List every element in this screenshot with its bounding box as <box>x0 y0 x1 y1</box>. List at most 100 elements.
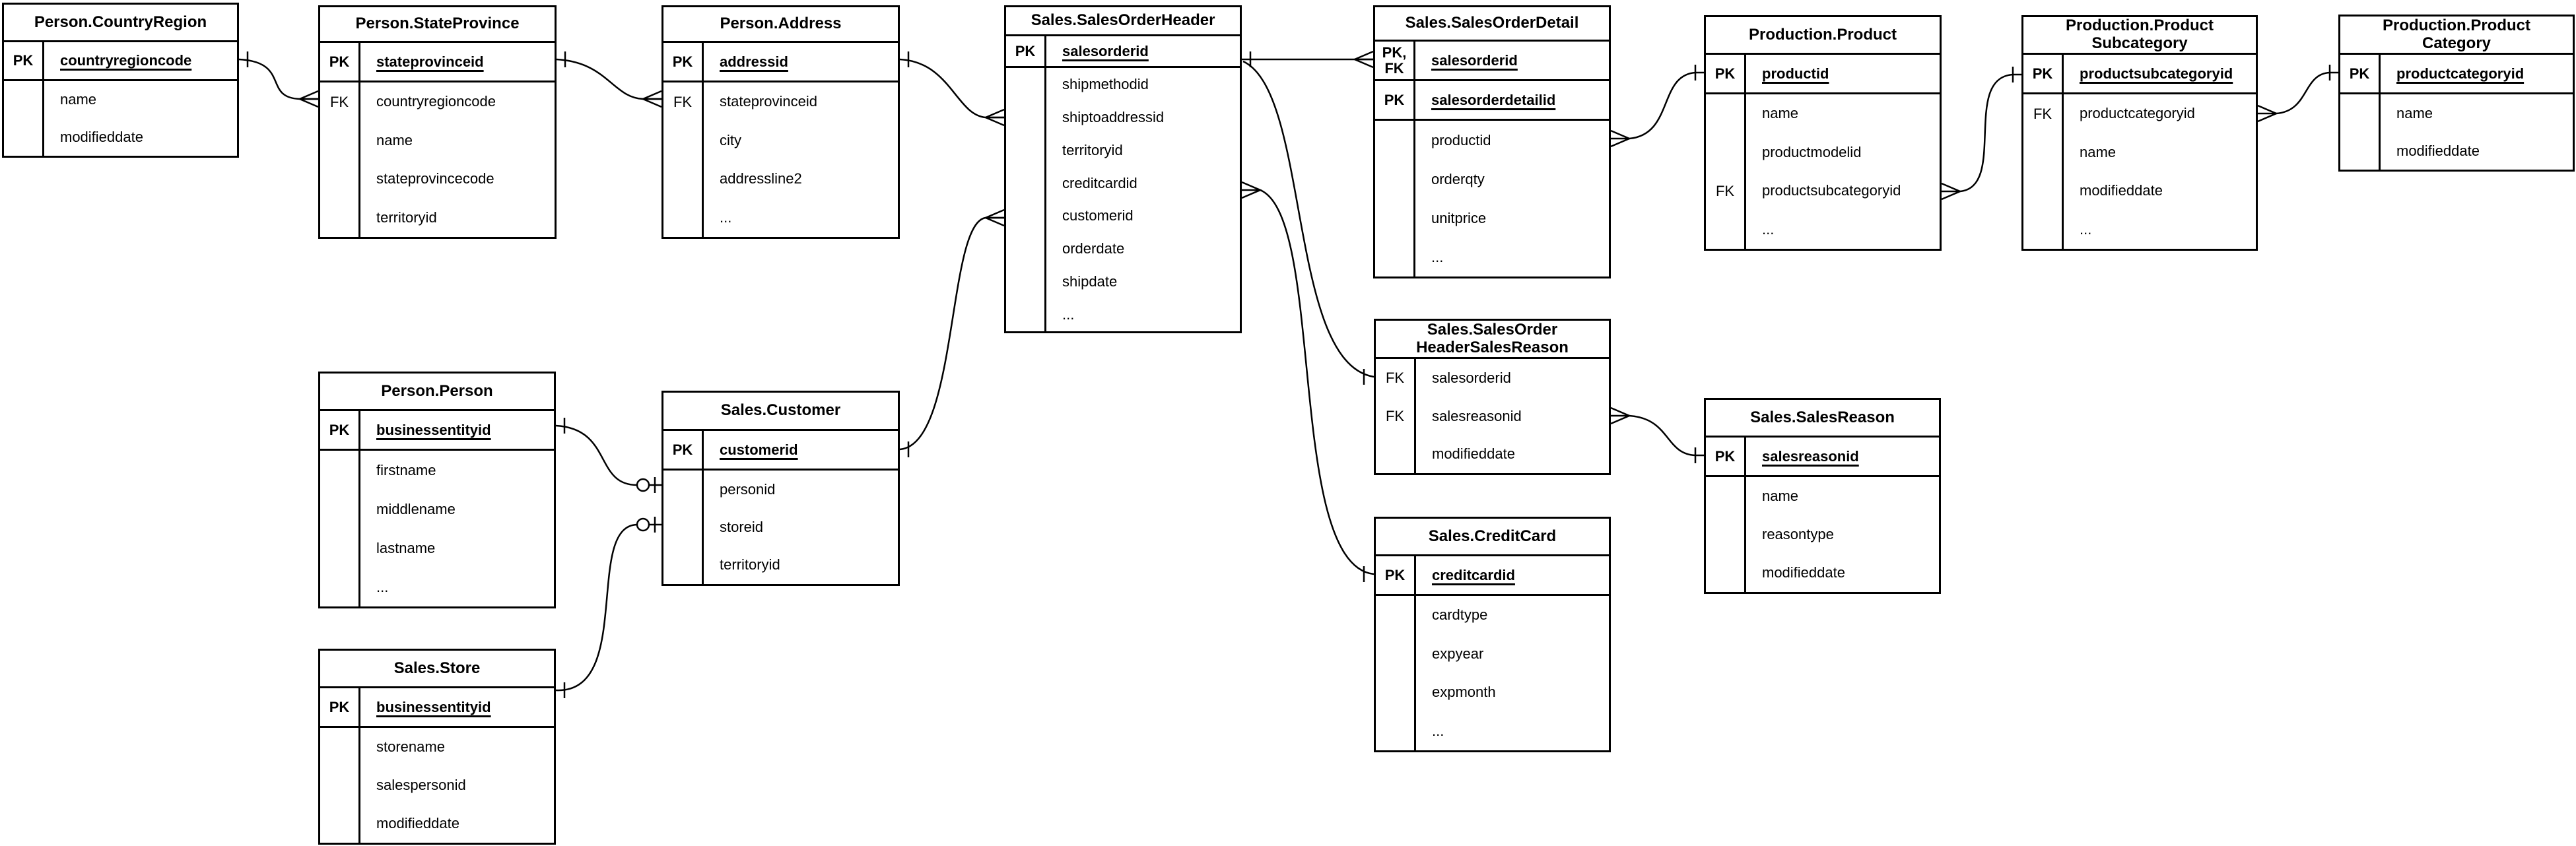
key-label <box>320 451 358 490</box>
column-name: stateprovinceid <box>376 53 484 70</box>
column-name: productid <box>1762 65 1829 82</box>
key-label <box>320 529 358 568</box>
crowfoot-many-marker <box>1610 407 1632 425</box>
entity-title: Person.CountryRegion <box>4 5 237 42</box>
relationship-line <box>556 58 661 100</box>
table-row: creditcardid <box>1006 167 1240 200</box>
zero-or-one-marker <box>636 478 650 492</box>
relationship-line <box>1242 60 1374 378</box>
column-name: ... <box>1762 220 1775 238</box>
column-name: stateprovinceid <box>720 93 817 110</box>
column-name: countryregioncode <box>376 93 496 110</box>
key-label <box>320 728 358 766</box>
column-name: ... <box>2080 220 2092 238</box>
table-row: name <box>320 121 555 160</box>
column-name: salesorderid <box>1432 369 1511 386</box>
table-row: city <box>663 121 898 160</box>
table-row: modifieddate <box>1706 554 1939 592</box>
column-name: expmonth <box>1432 684 1496 701</box>
key-label: FK <box>329 93 349 110</box>
key-label <box>320 199 358 238</box>
column-name: ... <box>1432 722 1444 739</box>
zero-or-one-marker <box>636 517 650 532</box>
crowfoot-many-marker <box>1610 129 1632 148</box>
table-row: stateprovincecode <box>320 160 555 199</box>
key-label <box>1375 238 1413 277</box>
column-name: ... <box>376 578 389 595</box>
entity-title: Sales.SalesOrderDetail <box>1375 7 1609 42</box>
key-label <box>320 568 358 606</box>
key-label <box>1376 712 1414 751</box>
column-name: countryregioncode <box>60 52 192 69</box>
entity-title: Person.Address <box>663 7 898 43</box>
column-name: customerid <box>1062 207 1134 224</box>
column-name: modifieddate <box>2080 182 2163 199</box>
column-name: expyear <box>1432 645 1484 662</box>
key-label: PK <box>329 698 350 715</box>
key-label: PK <box>1384 91 1405 108</box>
column-name: personid <box>720 480 776 498</box>
relationship-salesorderheader-creditcard <box>1241 181 1374 582</box>
key-label: FK <box>1385 407 1405 424</box>
crowfoot-many-marker <box>1941 182 1963 201</box>
table-row: ... <box>1375 238 1609 277</box>
column-name: productsubcategoryid <box>2080 65 2233 82</box>
crowfoot-many-marker <box>2257 104 2279 123</box>
column-name: modifieddate <box>1432 445 1515 463</box>
key-label <box>320 490 358 529</box>
table-row: expmonth <box>1376 673 1609 712</box>
table-row: orderqty <box>1375 160 1609 199</box>
key-label <box>1706 133 1744 172</box>
column-name: name <box>2396 104 2433 121</box>
column-name: firstname <box>376 461 436 478</box>
key-label <box>320 121 358 160</box>
relationship-line <box>1629 414 1704 457</box>
key-label <box>2340 94 2379 132</box>
column-name: modifieddate <box>376 815 459 831</box>
column-name: productsubcategoryid <box>1762 182 1901 199</box>
column-name: name <box>60 91 97 108</box>
key-label <box>1706 211 1744 249</box>
column-name: creditcardid <box>1432 566 1515 583</box>
key-label <box>1006 265 1044 298</box>
key-label <box>1706 94 1744 133</box>
relationship-stateprovince-address <box>556 51 662 108</box>
key-label <box>1375 199 1413 238</box>
relationship-product-productsubcategory <box>1941 67 2021 201</box>
key-label <box>1006 298 1044 331</box>
key-label: FK <box>1715 182 1735 199</box>
relationship-address-salesorderheader <box>899 51 1005 127</box>
column-name: customerid <box>720 441 798 458</box>
column-name: name <box>1762 488 1799 504</box>
column-name: storeid <box>720 518 764 535</box>
key-column-divider <box>702 431 704 584</box>
table-row: territoryid <box>320 199 555 238</box>
key-label: PK <box>672 441 693 458</box>
key-label <box>2023 133 2062 172</box>
column-name: orderdate <box>1062 240 1125 257</box>
column-name: stateprovincecode <box>376 170 494 187</box>
column-name: name <box>2080 143 2117 160</box>
key-column-divider <box>1413 42 1415 277</box>
table-row: firstname <box>320 451 554 490</box>
column-name: shipdate <box>1062 273 1118 290</box>
table-row: modifieddate <box>2340 132 2573 170</box>
column-name: ... <box>720 209 732 226</box>
relationship-salesorderdetail-product <box>1610 65 1704 148</box>
key-label <box>2023 211 2062 249</box>
table-row: lastname <box>320 529 554 568</box>
column-name: cardtype <box>1432 606 1488 624</box>
table-row: productmodelid <box>1706 133 1940 172</box>
